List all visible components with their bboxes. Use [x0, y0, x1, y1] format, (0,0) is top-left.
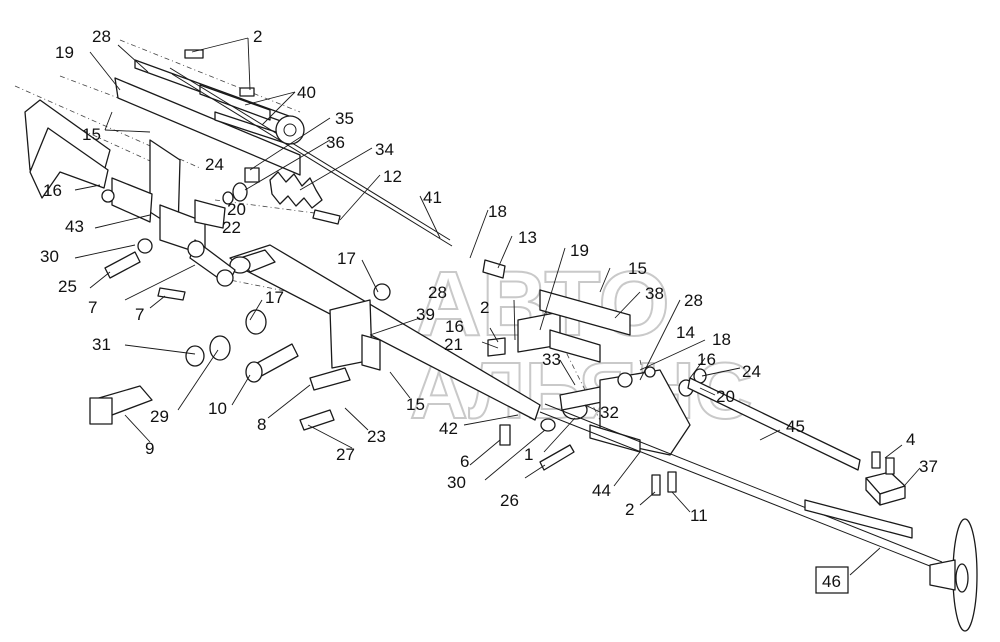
- callout-2: 2: [253, 27, 262, 46]
- callout-10: 10: [208, 399, 227, 418]
- callout-4: 4: [906, 430, 915, 449]
- main-beam: [229, 244, 541, 421]
- callout-27: 27: [336, 445, 355, 464]
- callout-37: 37: [919, 457, 938, 476]
- callout-22: 22: [222, 218, 241, 237]
- center-hardware: [482, 259, 631, 471]
- callout-16: 16: [697, 350, 716, 369]
- callout-30: 30: [447, 473, 466, 492]
- callout-18: 18: [712, 330, 731, 349]
- callout-40: 40: [297, 83, 316, 102]
- callout-14: 14: [676, 323, 695, 342]
- callout-2: 2: [480, 298, 489, 317]
- callout-41: 41: [423, 188, 442, 207]
- callout-45: 45: [786, 417, 805, 436]
- callout-15: 15: [406, 395, 425, 414]
- callout-7: 7: [88, 298, 97, 317]
- leader-lines: [74, 37, 921, 576]
- callout-18: 18: [488, 202, 507, 221]
- callout-labels: 2 28 19 40 35 15 36 34 24 12 16 41 20 18…: [40, 27, 938, 594]
- callout-43: 43: [65, 217, 84, 236]
- clamp-block: [865, 451, 906, 506]
- callout-6: 6: [460, 452, 469, 471]
- callout-19: 19: [570, 241, 589, 260]
- callout-20: 20: [227, 200, 246, 219]
- callout-21: 21: [444, 335, 463, 354]
- callout-23: 23: [367, 427, 386, 446]
- callout-12: 12: [383, 167, 402, 186]
- callout-28: 28: [684, 291, 703, 310]
- upper-rods: [134, 49, 453, 247]
- callout-36: 36: [326, 133, 345, 152]
- callout-39: 39: [416, 305, 435, 324]
- callout-19: 19: [55, 43, 74, 62]
- callout-24: 24: [742, 362, 761, 381]
- callout-20: 20: [716, 387, 735, 406]
- lever-parts: [104, 239, 236, 301]
- callout-16: 16: [43, 181, 62, 200]
- callout-42: 42: [439, 419, 458, 438]
- callout-15: 15: [82, 125, 101, 144]
- callout-33: 33: [542, 350, 561, 369]
- callout-46-box: [815, 566, 849, 594]
- callout-7: 7: [135, 305, 144, 324]
- callout-25: 25: [58, 277, 77, 296]
- callout-13: 13: [518, 228, 537, 247]
- callout-35: 35: [335, 109, 354, 128]
- callout-16: 16: [445, 317, 464, 336]
- callout-15: 15: [628, 259, 647, 278]
- callout-44: 44: [592, 481, 611, 500]
- callout-30: 30: [40, 247, 59, 266]
- callout-1: 1: [524, 445, 533, 464]
- callout-38: 38: [645, 284, 664, 303]
- callout-28: 28: [92, 27, 111, 46]
- callout-24: 24: [205, 155, 224, 174]
- long-shaft: [539, 377, 943, 571]
- callout-8: 8: [257, 415, 266, 434]
- callout-11: 11: [690, 506, 708, 525]
- callout-29: 29: [150, 407, 169, 426]
- spring-assembly: [222, 167, 341, 225]
- callout-17: 17: [337, 249, 356, 268]
- callout-28: 28: [428, 283, 447, 302]
- callout-34: 34: [375, 140, 394, 159]
- callout-31: 31: [92, 335, 111, 354]
- callout-2: 2: [625, 500, 634, 519]
- callout-17: 17: [265, 288, 284, 307]
- callout-32: 32: [600, 403, 619, 422]
- callout-26: 26: [500, 491, 519, 510]
- callout-9: 9: [145, 439, 154, 458]
- disc: [929, 518, 978, 632]
- callout-46: 46: [822, 572, 841, 591]
